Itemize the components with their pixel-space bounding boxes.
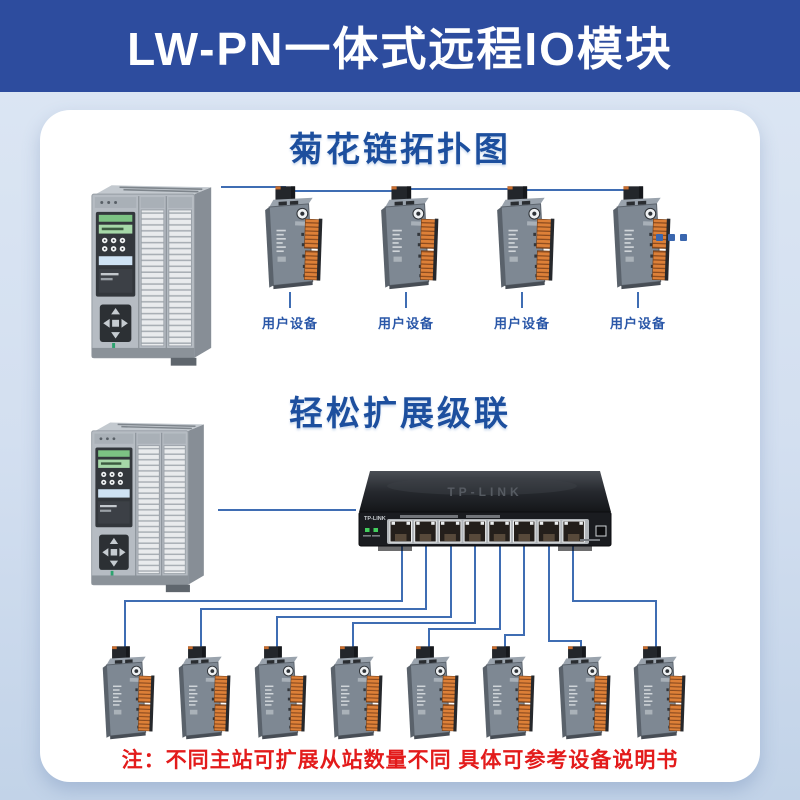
- device-label-3: 用户设备: [493, 316, 550, 331]
- plc-master-device-2: [85, 416, 217, 594]
- io-module-device: [175, 646, 231, 740]
- switch-front-brand: TP-LINK: [364, 516, 386, 522]
- io-module-device: [251, 646, 307, 740]
- plc-master-device-1: [86, 178, 224, 368]
- io-module-device: [630, 646, 686, 740]
- link-led: [373, 528, 378, 532]
- switch-top-brand: TP-LINK: [447, 485, 522, 499]
- io-module-device: [377, 186, 439, 290]
- device-label-2: 用户设备: [377, 316, 434, 331]
- io-module-device: [555, 646, 611, 740]
- io-module-device: [493, 186, 555, 290]
- device-label-1: 用户设备: [261, 316, 318, 331]
- rj45-ports: [389, 520, 585, 543]
- section-title-daisy-chain: 菊花链拓扑图: [289, 131, 511, 169]
- io-module-device: [327, 646, 383, 740]
- io-module-device: [403, 646, 459, 740]
- section-title-cascade: 轻松扩展级联: [289, 395, 511, 433]
- more-devices-ellipsis: [656, 234, 687, 241]
- banner-title: LW-PN一体式远程IO模块: [127, 23, 673, 75]
- io-module-device: [479, 646, 535, 740]
- switch-model-text: [466, 515, 500, 518]
- banner: LW-PN一体式远程IO模块: [0, 0, 800, 92]
- ellipsis-dot: [668, 234, 675, 241]
- ellipsis-dot: [680, 234, 687, 241]
- device-label-4: 用户设备: [609, 316, 666, 331]
- switch-power-port: [595, 525, 607, 537]
- io-module-device: [261, 186, 323, 290]
- ellipsis-dot: [656, 234, 663, 241]
- switch-label-text: [400, 515, 458, 518]
- power-led: [365, 528, 370, 532]
- io-module-device: [99, 646, 155, 740]
- network-switch-device: TP-LINK TP-LINK: [358, 471, 612, 551]
- note-text: 注：不同主站可扩展从站数量不同 具体可参考设备说明书: [121, 749, 679, 772]
